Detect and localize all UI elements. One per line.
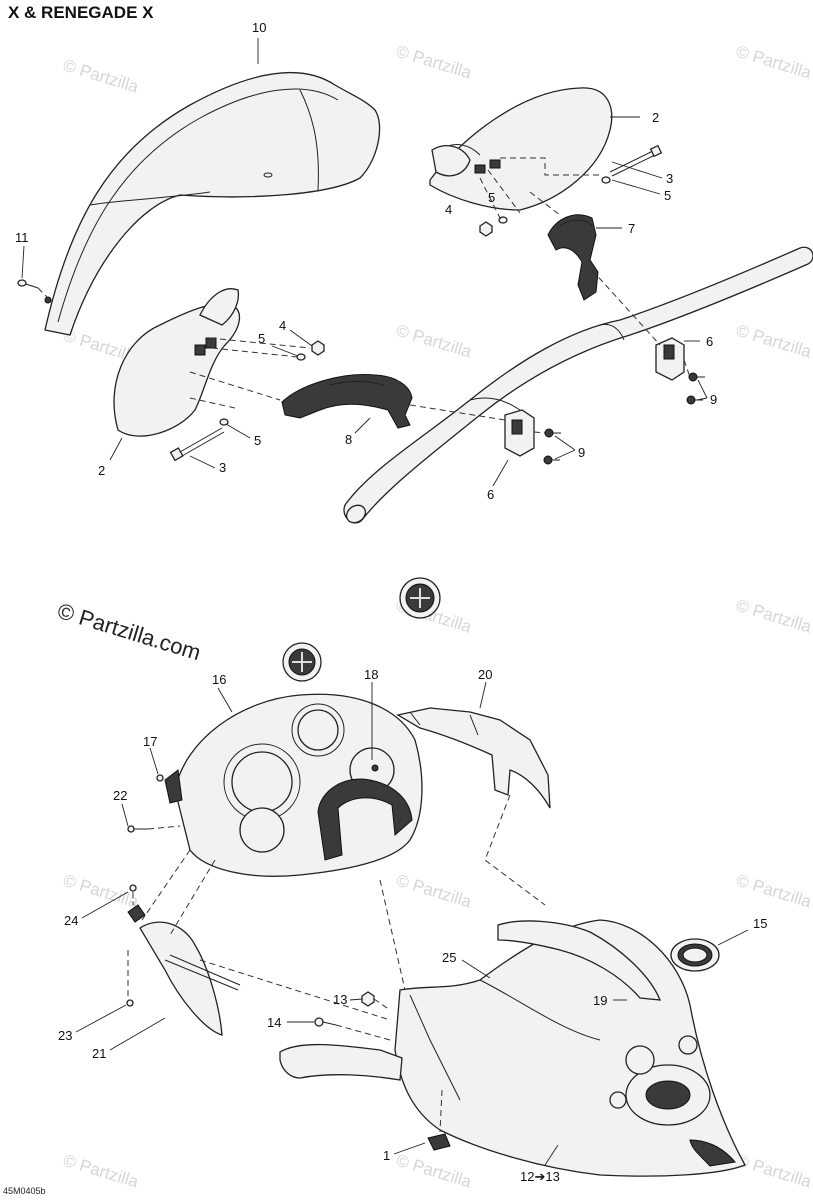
callout-11: 11 [15, 230, 29, 245]
watermark: © Partzilla [734, 42, 813, 83]
callout-8: 8 [345, 432, 352, 447]
callout-9-mid: 9 [578, 445, 585, 460]
part-21-side-panel [139, 921, 241, 1036]
callout-2-left: 2 [98, 463, 105, 478]
callout-20: 20 [478, 667, 492, 682]
part-9-bolts-mid [543, 428, 561, 465]
callout-24: 24 [64, 913, 78, 928]
callout-21: 21 [92, 1046, 106, 1061]
part-9-bolts-right [686, 372, 705, 405]
callout-16: 16 [212, 672, 226, 687]
callout-19: 19 [593, 993, 607, 1008]
callout-12-13: 12➔13 [520, 1169, 560, 1184]
callout-17: 17 [143, 734, 157, 749]
part-20-upper-cover [396, 707, 551, 809]
callout-6-right: 6 [706, 334, 713, 349]
watermark: © Partzilla [61, 1151, 141, 1192]
callout-22: 22 [113, 788, 127, 803]
callout-5-top-b: 5 [488, 190, 495, 205]
callout-2-top: 2 [652, 110, 659, 125]
part-5-washer-right [601, 176, 611, 184]
callout-5-top-a: 5 [664, 188, 671, 203]
callout-4-mid: 4 [279, 318, 286, 333]
callout-13: 13 [333, 992, 347, 1007]
diagram-code: 45M0405b [3, 1186, 46, 1196]
part-6-clamp-right [655, 337, 685, 381]
part-1-bracket [427, 1133, 451, 1151]
callout-5-mid-a: 5 [258, 331, 265, 346]
part-17-screw [156, 774, 164, 782]
watermark: © Partzilla [734, 1151, 813, 1192]
watermark: © Partzilla [394, 871, 474, 912]
watermark: © Partzilla [394, 42, 474, 83]
callout-1: 1 [383, 1148, 390, 1163]
callout-4-top: 4 [445, 202, 452, 217]
callout-7: 7 [628, 221, 635, 236]
part-11-screw [17, 279, 49, 299]
watermark: © Partzilla [61, 56, 141, 97]
alignment-lines-bottom [127, 779, 546, 1133]
callout-3-top: 3 [666, 171, 673, 186]
watermark: © Partzilla [734, 871, 813, 912]
emblem-upper [399, 577, 441, 619]
part-23-screw [126, 999, 134, 1007]
leader-lines-top [21, 38, 708, 487]
callout-labels: 10 11 2 3 5 5 4 7 6 9 4 5 5 2 3 8 9 6 16… [15, 20, 767, 1184]
part-14-screw [314, 1017, 337, 1027]
part-15-ring [670, 938, 720, 972]
part-10-deflector [44, 71, 381, 336]
part-5-washer-left [219, 418, 229, 426]
part-6-clamp-mid [504, 409, 535, 457]
part-8-bracket [281, 374, 413, 429]
part-16-gauge-console [164, 693, 423, 877]
part-2-handguard-left [113, 288, 241, 437]
leader-lines-bottom [75, 681, 749, 1166]
watermark: © Partzilla [394, 321, 474, 362]
callout-6-mid: 6 [487, 487, 494, 502]
part-7-bracket [547, 214, 599, 301]
alignment-lines-top [189, 157, 691, 434]
part-3-bolt-left [169, 427, 225, 462]
part-3-bolt-right [609, 144, 663, 177]
emblem-lower [282, 642, 322, 682]
part-5-washer-top [498, 216, 508, 224]
callout-15: 15 [753, 916, 767, 931]
watermark: © Partzilla [394, 1151, 474, 1192]
callout-3-left: 3 [219, 460, 226, 475]
watermark: © Partzilla [734, 321, 813, 362]
part-24-clip [127, 884, 146, 923]
callout-23: 23 [58, 1028, 72, 1043]
watermark: © Partzilla [61, 871, 141, 912]
watermark: © Partzilla [734, 596, 813, 637]
diagram-title: X & RENEGADE X [8, 3, 154, 22]
callout-14: 14 [267, 1015, 281, 1030]
part-5-washer-mid [296, 353, 306, 361]
callout-25: 25 [442, 950, 456, 965]
handlebar [343, 246, 813, 524]
callout-9-right: 9 [710, 392, 717, 407]
callout-5-mid-b: 5 [254, 433, 261, 448]
part-22-screw [127, 825, 148, 833]
part-13-nut [361, 991, 375, 1007]
callout-18: 18 [364, 667, 378, 682]
part-12-main-body [279, 919, 746, 1177]
part-4-nut-top [479, 221, 493, 237]
callout-10: 10 [252, 20, 266, 35]
part-2-handguard-right [429, 87, 613, 211]
part-4-nut-mid [311, 340, 325, 356]
